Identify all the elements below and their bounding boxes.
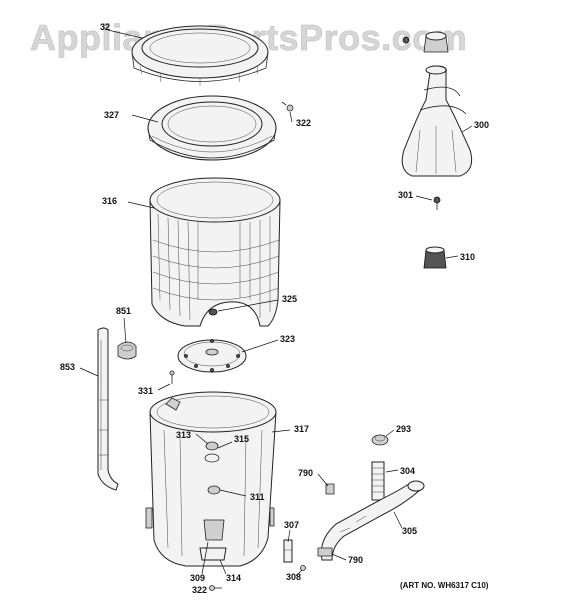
callout-305: 305	[402, 526, 417, 536]
part-853-hose[interactable]	[97, 327, 119, 491]
callout-851: 851	[116, 306, 131, 316]
callout-309: 309	[190, 573, 205, 583]
callout-322-bottom: 322	[192, 585, 207, 595]
callout-315: 315	[234, 434, 249, 444]
part-851-clip[interactable]	[117, 341, 137, 360]
part-309-boot[interactable]	[203, 519, 225, 541]
callout-317: 317	[294, 424, 309, 434]
part-315-seal[interactable]	[204, 453, 220, 463]
callout-300: 300	[474, 120, 489, 130]
screw-322-top[interactable]	[281, 101, 294, 112]
callout-308: 308	[286, 572, 301, 582]
callout-304: 304	[400, 466, 415, 476]
callout-32: 32	[100, 22, 110, 32]
leader-lines	[79, 29, 473, 577]
part-cap-top-right[interactable]	[402, 31, 449, 53]
callout-853: 853	[60, 362, 75, 372]
callout-311: 311	[250, 492, 265, 502]
part-323-hub-plate[interactable]	[177, 339, 247, 373]
part-304-hose[interactable]	[371, 461, 385, 501]
part-313-nut[interactable]	[205, 441, 219, 451]
part-316-wash-basket[interactable]	[149, 177, 281, 327]
callout-310: 310	[460, 252, 475, 262]
callout-314: 314	[226, 573, 241, 583]
part-301-screw[interactable]	[433, 196, 441, 210]
part-310-agitator-cap[interactable]	[423, 246, 447, 269]
part-327-balance-ring[interactable]	[147, 95, 277, 161]
callout-322-top: 322	[296, 118, 311, 128]
callout-313: 313	[176, 430, 191, 440]
art-number: (ART NO. WH6317 C10)	[400, 581, 489, 590]
callout-325: 325	[282, 294, 297, 304]
part-311-bearing[interactable]	[207, 485, 221, 495]
part-790-clip-upper[interactable]	[325, 483, 335, 495]
screw-322-bottom[interactable]	[209, 585, 223, 591]
part-307-bracket[interactable]	[283, 539, 293, 563]
callout-labels: 32 327 322 316 851 325 323 853 331 317 3…	[60, 22, 489, 595]
part-305-drain-hose[interactable]	[320, 480, 425, 561]
part-300-agitator[interactable]	[401, 65, 473, 177]
callout-790-upper: 790	[298, 468, 313, 478]
part-32-tub-cover[interactable]	[131, 25, 269, 86]
callout-323: 323	[280, 334, 295, 344]
callout-316: 316	[102, 196, 117, 206]
callout-331: 331	[138, 386, 153, 396]
callout-293: 293	[396, 424, 411, 434]
callout-301: 301	[398, 190, 413, 200]
part-293-clamp[interactable]	[371, 434, 389, 446]
screw-331[interactable]	[169, 370, 175, 384]
callout-327: 327	[104, 110, 119, 120]
callout-307: 307	[284, 520, 299, 530]
part-790-clip-lower[interactable]	[317, 547, 333, 557]
screw-308[interactable]	[300, 565, 306, 571]
callout-790-lower: 790	[348, 555, 363, 565]
part-314-clamp[interactable]	[199, 547, 227, 561]
